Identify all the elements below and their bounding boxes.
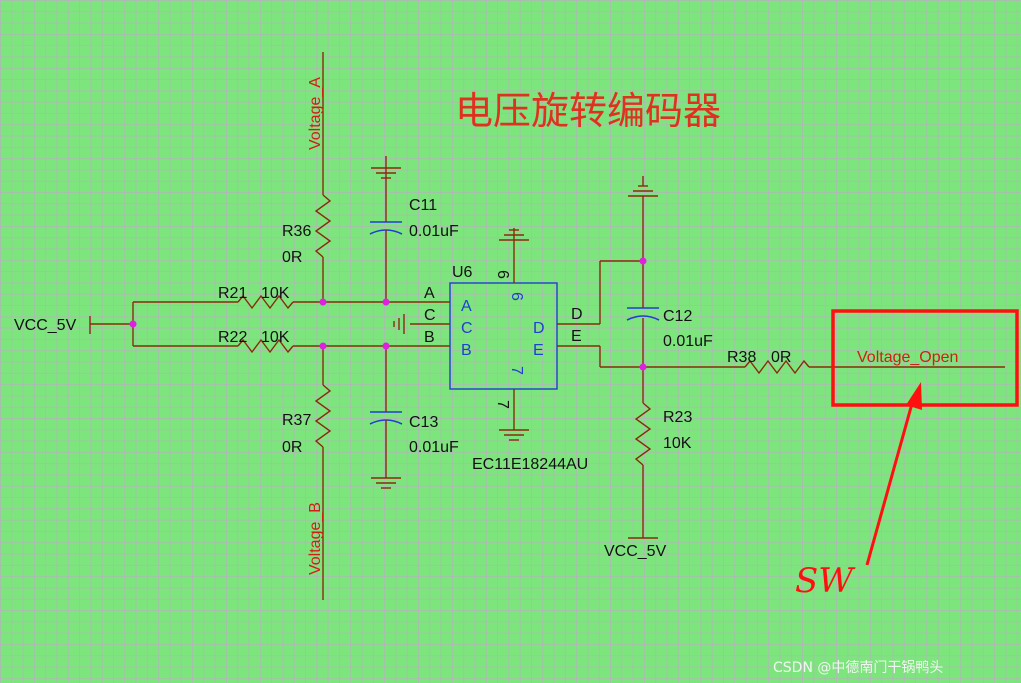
junction-dot xyxy=(319,298,327,306)
net-voltage-a: Voltage_A xyxy=(307,77,324,150)
junction-dots xyxy=(129,257,647,371)
net-voltage-b: Voltage_B xyxy=(307,502,324,575)
u6-ref: U6 xyxy=(452,264,473,281)
vcc-left-net: VCC_5V xyxy=(14,302,134,346)
r37-value: 0R xyxy=(282,439,302,456)
inner-label-c: C xyxy=(461,320,473,337)
r36-ref: R36 xyxy=(282,223,311,240)
r23-symbol xyxy=(634,402,652,466)
c12-ref: C12 xyxy=(663,308,692,325)
r21-ref: R21 xyxy=(218,285,247,302)
c11-ref: C11 xyxy=(409,197,437,214)
c13-ref: C13 xyxy=(409,414,438,431)
junction-dot xyxy=(639,257,647,265)
inner-label-b: B xyxy=(461,342,472,359)
sw-label: SW xyxy=(795,561,856,601)
r22-symbol xyxy=(237,338,294,354)
arrow-head-icon xyxy=(906,382,922,410)
pin-label-c: C xyxy=(424,307,436,324)
r23-resistor: R23 10K VCC_5V xyxy=(604,402,692,560)
junction-dot xyxy=(382,298,390,306)
junction-dot xyxy=(319,342,327,350)
pin-label-7: 7 xyxy=(494,400,511,409)
u6-encoder: U6 EC11E18244AU A C B A C B D E D E 6 6 xyxy=(424,228,600,473)
vcc-bottom-label: VCC_5V xyxy=(604,543,667,560)
pin-label-b: B xyxy=(424,329,435,346)
right-network xyxy=(599,176,745,403)
c13-value: 0.01uF xyxy=(409,439,459,456)
u6-body xyxy=(449,282,558,390)
r22-ref: R22 xyxy=(218,329,247,346)
r38-symbol xyxy=(744,359,810,375)
r38-ref: R38 xyxy=(727,349,756,366)
vcc-left-label: VCC_5V xyxy=(14,317,77,334)
inner-label-e: E xyxy=(533,342,544,359)
pin-label-d: D xyxy=(571,306,583,323)
r21-resistor: R21 10K xyxy=(133,285,450,310)
c11-value: 0.01uF xyxy=(409,223,459,240)
arrow-line xyxy=(865,399,915,566)
r37-ref: R37 xyxy=(282,412,311,429)
c12-value: 0.01uF xyxy=(663,333,713,350)
net-voltage-open: Voltage_Open xyxy=(857,349,958,366)
c13-capacitor: C13 0.01uF xyxy=(369,346,459,489)
r22-resistor: R22 10K xyxy=(133,329,450,354)
r37-symbol xyxy=(314,384,332,448)
inner-label-d: D xyxy=(533,320,545,337)
highlight-box xyxy=(831,309,1019,407)
r23-ref: R23 xyxy=(663,409,692,426)
c12-capacitor: C12 0.01uF xyxy=(626,307,713,350)
junction-dot xyxy=(639,363,647,371)
r22-value: 10K xyxy=(261,329,290,346)
r23-value: 10K xyxy=(663,435,692,452)
r36-value: 0R xyxy=(282,249,302,266)
inner-label-7: 7 xyxy=(508,366,525,375)
watermark: CSDN @中德南门干锅鸭头 xyxy=(773,660,943,676)
inner-label-a: A xyxy=(461,298,472,315)
pin-label-e: E xyxy=(571,328,582,345)
r36-symbol xyxy=(314,194,332,258)
junction-dot xyxy=(382,342,390,350)
c11-capacitor: C11 0.01uF xyxy=(369,156,459,302)
ground-icon xyxy=(371,477,401,489)
voltage-b-branch: Voltage_B R37 0R xyxy=(282,346,332,600)
sw-annotation: SW xyxy=(795,309,1019,601)
r21-value: 10K xyxy=(261,285,290,302)
pin-label-6: 6 xyxy=(494,270,511,279)
ground-icon xyxy=(499,228,529,241)
ground-icon xyxy=(371,156,401,179)
pin-label-a: A xyxy=(424,285,435,302)
r21-symbol xyxy=(237,294,294,310)
ground-icon xyxy=(499,429,529,441)
pin-c-link xyxy=(393,314,450,334)
diagram-title: 电压旋转编码器 xyxy=(455,89,721,133)
u6-part: EC11E18244AU xyxy=(472,456,588,473)
r38-value: 0R xyxy=(771,349,791,366)
r38-resistor: R38 0R Voltage_Open xyxy=(727,349,1005,375)
junction-dot xyxy=(129,320,137,328)
voltage-a-branch: Voltage_A R36 0R xyxy=(282,52,332,302)
ground-icon xyxy=(628,176,658,197)
inner-label-6: 6 xyxy=(508,292,525,301)
